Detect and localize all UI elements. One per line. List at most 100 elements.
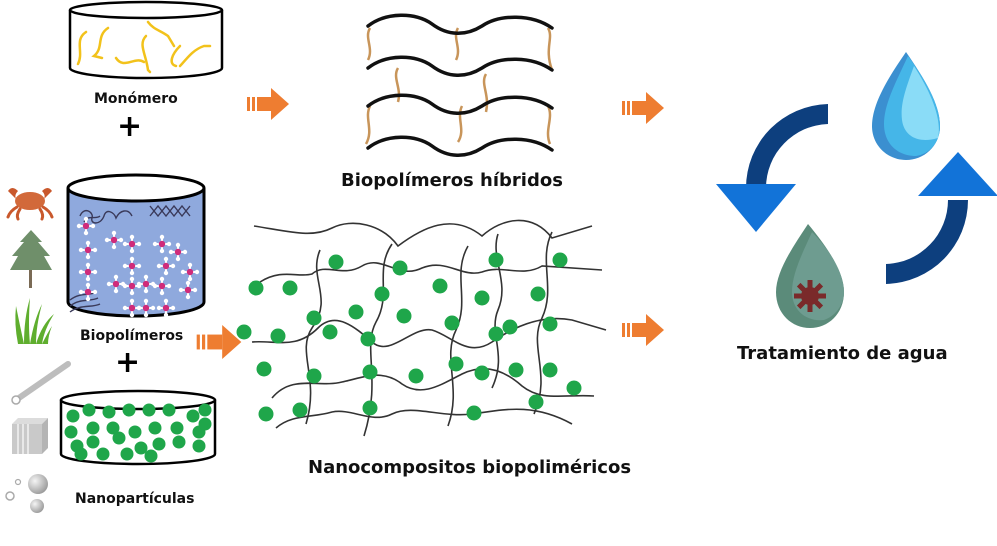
nanoparticle-dot xyxy=(162,403,176,417)
molecule-node xyxy=(76,216,96,236)
nanoparticle-dot xyxy=(508,362,524,378)
nanoparticle-dot xyxy=(112,431,126,445)
nanoparticle-dot xyxy=(328,254,344,270)
nanoparticle-dot xyxy=(152,437,166,451)
nanotube-icon xyxy=(11,361,71,405)
nanoparticle-dot xyxy=(474,290,490,306)
nanoparticle-dot xyxy=(552,252,568,268)
nanoparticle-dot xyxy=(236,324,252,340)
nanoparticle-dot xyxy=(248,280,264,296)
monomer-label: Monómero xyxy=(94,91,178,107)
molecule-node xyxy=(156,256,176,276)
nanoparticle-dot xyxy=(474,365,490,381)
nanoparticle-dot xyxy=(360,331,376,347)
nanocomposite-network xyxy=(236,219,607,437)
biopolymers-label: Biopolímeros xyxy=(80,328,184,344)
nanoparticle-dot xyxy=(362,400,378,416)
molecule-node xyxy=(78,240,98,260)
nanoparticle-dot xyxy=(198,417,212,431)
molecule-node xyxy=(122,234,142,254)
nanoparticle-dot xyxy=(74,447,88,461)
crosslinks xyxy=(364,27,554,145)
nanoparticle-dot xyxy=(86,435,100,449)
nanoparticle-dot xyxy=(374,286,390,302)
nanoparticle-dot xyxy=(306,368,322,384)
monomer-container xyxy=(68,0,224,80)
water-treatment-cycle xyxy=(716,52,997,328)
molecule-node xyxy=(104,230,124,250)
nanoparticle-dot xyxy=(530,286,546,302)
nanoparticle-dot xyxy=(144,449,158,463)
molecule-node xyxy=(122,276,142,296)
nanosheet-icon xyxy=(12,418,48,454)
nanoparticle-dot xyxy=(322,324,338,340)
molecule-node xyxy=(122,256,142,276)
nanoparticle-dot xyxy=(258,406,274,422)
nanoparticle-dot xyxy=(432,278,448,294)
contaminated-water-drop-icon xyxy=(776,224,844,328)
molecule-node xyxy=(156,298,176,318)
nanoparticle-dot xyxy=(488,326,504,342)
molecule-node xyxy=(180,262,200,282)
nanoparticle-dot xyxy=(198,403,212,417)
nanoparticle-dot xyxy=(82,403,96,417)
nanoparticle-dot xyxy=(396,308,412,324)
nanoparticle-dot xyxy=(256,361,272,377)
nanoparticle-dot xyxy=(282,280,298,296)
nanoparticle-dot xyxy=(192,439,206,453)
flow-arrow-nanocomposites-to-treatment xyxy=(622,314,664,346)
nanoparticle-dot xyxy=(102,405,116,419)
nanocomposite-particles xyxy=(236,252,582,422)
arrow-head-up-icon xyxy=(918,152,997,196)
nanoparticle-dot xyxy=(408,368,424,384)
nanoparticle-container xyxy=(59,389,217,466)
nanocomposites-label: Nanocompositos biopoliméricos xyxy=(308,457,632,478)
biopolymer-container xyxy=(66,173,206,318)
nanoparticle-dot xyxy=(86,421,100,435)
arrow-right-icon xyxy=(646,92,664,124)
nanoparticle-dot xyxy=(444,315,460,331)
molecule-node xyxy=(136,298,156,318)
molecule-node xyxy=(78,282,98,302)
nanoparticle-dot xyxy=(348,304,364,320)
nanoparticle-dot xyxy=(448,356,464,372)
nanoparticle-dot xyxy=(502,319,518,335)
molecule-node xyxy=(168,242,188,262)
crab-icon xyxy=(6,188,54,221)
nanoparticle-dot xyxy=(392,260,408,276)
nanoparticle-dot xyxy=(466,405,482,421)
cycle-arrow-left xyxy=(716,104,828,232)
nanoparticle-dot xyxy=(66,409,80,423)
arrow-head-down-icon xyxy=(716,184,796,232)
water-treatment-label: Tratamiento de agua xyxy=(737,343,948,364)
nanoparticle-dot xyxy=(170,421,184,435)
flow-arrow-biopolymers-to-nanocomposites xyxy=(196,325,242,359)
flow-arrow-monomer-to-hybrids xyxy=(247,88,289,120)
hybrids-label: Biopolímeros híbridos xyxy=(341,170,563,191)
nanoparticle-dot xyxy=(186,409,200,423)
arrow-right-icon xyxy=(222,325,242,359)
nanoparticle-dot xyxy=(64,425,78,439)
nanoparticle-dot xyxy=(96,447,110,461)
contaminant-icon xyxy=(794,280,826,312)
molecule-node xyxy=(152,234,172,254)
tree-icon xyxy=(10,230,52,288)
nanoparticle-dots xyxy=(64,403,212,463)
nanoparticle-dot xyxy=(148,421,162,435)
nanoparticle-dot xyxy=(142,403,156,417)
nanoparticle-dot xyxy=(128,425,142,439)
arrow-right-icon xyxy=(646,314,664,346)
plus-symbol-2: + xyxy=(115,345,141,380)
nanoparticle-dot xyxy=(122,403,136,417)
hybrid-network xyxy=(364,13,554,157)
grass-icon xyxy=(15,298,54,344)
nanoparticle-dot xyxy=(106,421,120,435)
nanoparticle-dot xyxy=(120,447,134,461)
cycle-arrow-right xyxy=(886,152,997,284)
nanoparticle-dot xyxy=(528,394,544,410)
clean-water-drop-icon xyxy=(872,52,940,160)
nanosphere-icon xyxy=(5,474,48,513)
flow-arrow-hybrids-to-treatment xyxy=(622,92,664,124)
nanoparticle-dot xyxy=(566,380,582,396)
arrow-right-icon xyxy=(271,88,289,120)
